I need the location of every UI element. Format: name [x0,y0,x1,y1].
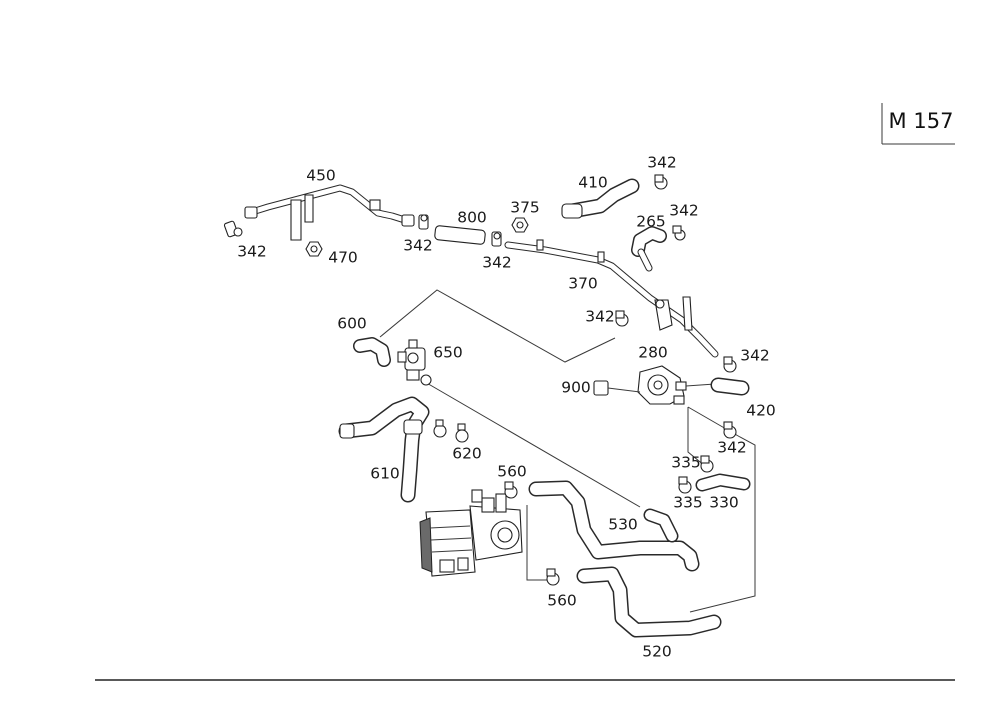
diagram-code-box: M 157 [881,103,955,145]
label-420: 420 [746,402,776,420]
label-600: 600 [337,315,367,333]
heater-unit [419,489,523,577]
label-530: 530 [608,516,638,534]
hose-610 [338,396,430,503]
label-450: 450 [306,167,336,185]
label-280: 280 [638,344,668,362]
label-342-right: 342 [740,347,770,365]
label-342-top: 342 [647,154,677,172]
clamp-560-upper [504,481,518,499]
label-520: 520 [642,643,672,661]
hose-600 [353,337,391,367]
clamp-342-lower-right [723,421,737,439]
label-375: 375 [510,199,540,217]
pipe-370 [504,239,719,358]
label-342-left: 342 [237,243,267,261]
part-labels: 450 342 470 342 800 375 342 410 342 265 … [237,154,776,661]
pipe-450 [244,184,415,241]
label-900: 900 [561,379,591,397]
label-342-lower-right: 342 [717,439,747,457]
hose-410 [561,178,640,219]
clamp-342-center [615,310,629,327]
label-800: 800 [457,209,487,227]
hose-530 [528,480,700,572]
label-342-mid: 342 [482,254,512,272]
clamp-342-mid-left [418,214,429,230]
diagram-code: M 157 [889,109,954,133]
label-620: 620 [452,445,482,463]
clamp-342-mid [491,231,502,247]
clamps-335 [678,455,714,494]
clamp-560-lower [546,568,560,586]
label-560-upper: 560 [497,463,527,481]
label-330: 330 [709,494,739,512]
pump-280 [637,365,687,405]
label-610: 610 [370,465,400,483]
nut-470 [305,241,323,257]
hose-330 [695,473,751,492]
label-370: 370 [568,275,598,293]
leader-lines [379,289,756,613]
clamp-342-left [223,220,243,238]
sleeve-900 [593,380,641,396]
label-470: 470 [328,249,358,267]
hose-520 [576,566,722,638]
clamp-342-top [654,174,668,190]
hose-420 [685,377,750,396]
label-342-mid-left: 342 [403,237,433,255]
label-560-lower: 560 [547,592,577,610]
label-265: 265 [636,213,666,231]
label-335-lower: 335 [673,494,703,512]
clamps-620 [433,419,469,443]
nut-375 [511,217,529,233]
clamp-342-right [723,356,737,373]
label-335-upper: 335 [671,454,701,472]
hose-800 [434,225,486,245]
hose-265 [631,226,667,272]
label-650: 650 [433,344,463,362]
valve-650 [397,339,432,386]
label-342-center: 342 [585,308,615,326]
label-342-right-top: 342 [669,202,699,220]
clamp-342-right-top [672,225,686,241]
label-410: 410 [578,174,608,192]
